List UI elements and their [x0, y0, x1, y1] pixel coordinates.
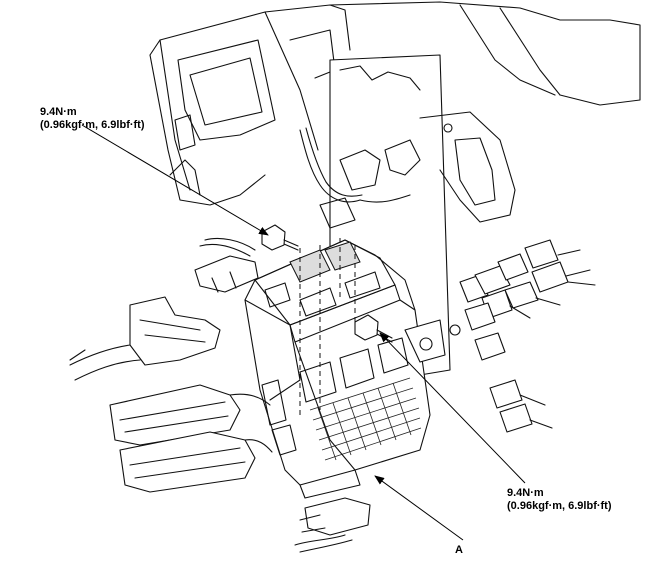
connector-cluster-right: [459, 239, 596, 433]
callout-label-a: A: [455, 544, 463, 556]
leader-label-a: [374, 475, 464, 541]
bolt-top: [261, 224, 299, 251]
bolt-bottom: [354, 314, 393, 343]
harness-wires: [299, 127, 421, 229]
connector-bottom: [294, 497, 371, 553]
leader-lines: [81, 124, 526, 541]
torque-top-conversion: (0.96kgf·m, 6.9lbf·ft): [40, 119, 145, 131]
torque-spec-bottom: 9.4N·m (0.96kgf·m, 6.9lbf·ft): [507, 487, 612, 513]
torque-spec-top: 9.4N·m (0.96kgf·m, 6.9lbf·ft): [40, 106, 145, 132]
connector-lower-left-2: [119, 431, 273, 493]
connector-left-large: [69, 296, 221, 381]
leader-torque-top: [81, 124, 269, 236]
leader-torque-bottom: [379, 332, 526, 484]
fuse-box: [244, 238, 446, 499]
torque-bottom-conversion: (0.96kgf·m, 6.9lbf·ft): [507, 500, 612, 512]
torque-top-value: 9.4N·m: [40, 106, 77, 118]
dashboard-frame: [149, 1, 641, 206]
connector-lower-left-1: [109, 384, 271, 446]
torque-bottom-value: 9.4N·m: [507, 487, 544, 499]
connector-upper-left: [194, 237, 259, 293]
